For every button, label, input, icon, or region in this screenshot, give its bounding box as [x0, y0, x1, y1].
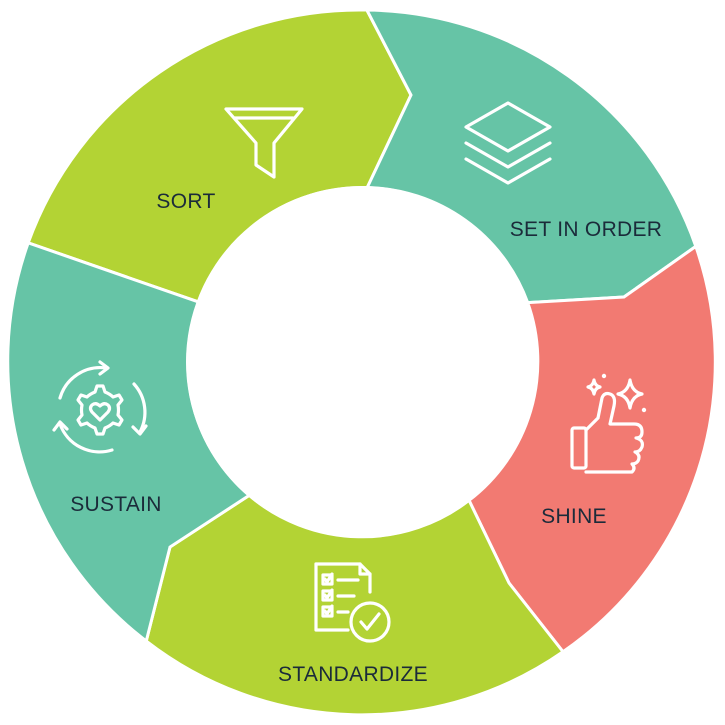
checklist-icon: [314, 562, 391, 643]
label-set-in-order: SET IN ORDER: [510, 218, 663, 241]
label-sort: SORT: [156, 190, 215, 213]
segment-labels: SORT SET IN ORDER SHINE STANDARDIZE SUST…: [70, 190, 662, 686]
label-sustain: SUSTAIN: [70, 493, 162, 516]
funnel-icon: [224, 107, 304, 179]
center-hole: [186, 186, 538, 538]
label-shine: SHINE: [541, 505, 607, 528]
gear-cycle-icon: [52, 360, 148, 454]
thumbs-up-sparkle-icon: [570, 373, 647, 474]
layers-icon: [464, 101, 552, 185]
label-standardize: STANDARDIZE: [278, 663, 428, 686]
